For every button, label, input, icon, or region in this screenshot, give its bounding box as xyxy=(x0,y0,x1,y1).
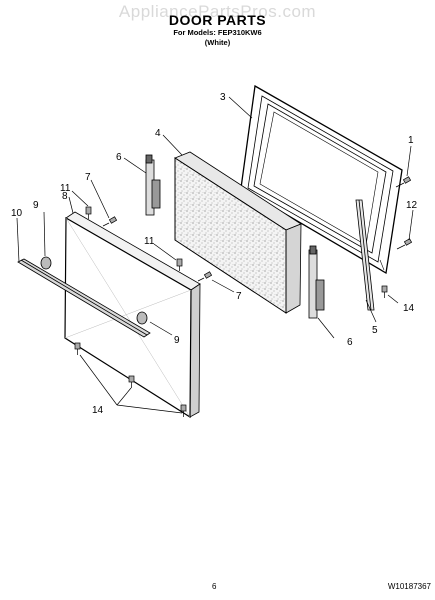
callout-6-upper: 6 xyxy=(116,152,122,163)
callout-14-left: 14 xyxy=(92,405,104,416)
document-number: W10187367 xyxy=(387,582,431,591)
screw-part-1 xyxy=(395,176,412,188)
callout-8: 8 xyxy=(62,191,68,202)
callout-7-lower: 7 xyxy=(236,291,242,302)
screw-part-11-upper xyxy=(85,206,92,219)
callout-4: 4 xyxy=(155,128,161,139)
callout-3: 3 xyxy=(220,92,226,103)
door-hinge-upper xyxy=(145,154,161,216)
leader-lines xyxy=(16,96,414,414)
screw-part-14-right xyxy=(381,285,388,298)
screw-part-7-upper xyxy=(102,216,118,227)
models-line: For Models: FEP310KW6 xyxy=(173,28,262,37)
page-number: 6 xyxy=(212,582,217,591)
callout-6-lower: 6 xyxy=(347,337,353,348)
color-line: (White) xyxy=(204,38,231,47)
callout-11-lower: 11 xyxy=(144,236,155,247)
screw-part-14-a xyxy=(74,342,81,355)
callout-12: 12 xyxy=(406,200,418,211)
callout-9-left: 9 xyxy=(33,200,39,211)
screw-part-12 xyxy=(396,238,413,250)
door-hinge-lower xyxy=(308,245,325,319)
hinge-channel xyxy=(355,199,375,311)
handle-end-cap-left xyxy=(40,256,52,270)
page-title: DOOR PARTS xyxy=(168,12,267,28)
screw-part-7-lower xyxy=(197,271,213,282)
callout-5: 5 xyxy=(372,325,378,336)
callout-14-right: 14 xyxy=(403,303,415,314)
handle-end-cap-right xyxy=(136,311,148,325)
door-insulation xyxy=(174,151,302,314)
screw-part-14-b xyxy=(128,375,135,388)
screw-part-14-c xyxy=(180,404,187,417)
callout-11-upper: 11 xyxy=(60,183,71,194)
callout-1: 1 xyxy=(408,135,414,146)
outer-door-panel xyxy=(64,211,201,419)
watermark: AppliancePartsPros.com xyxy=(118,2,317,21)
screw-part-11-lower xyxy=(176,258,183,271)
callout-9-right: 9 xyxy=(174,335,180,346)
door-handle xyxy=(17,258,151,338)
callout-10: 10 xyxy=(11,208,23,219)
callout-7-upper: 7 xyxy=(85,172,91,183)
